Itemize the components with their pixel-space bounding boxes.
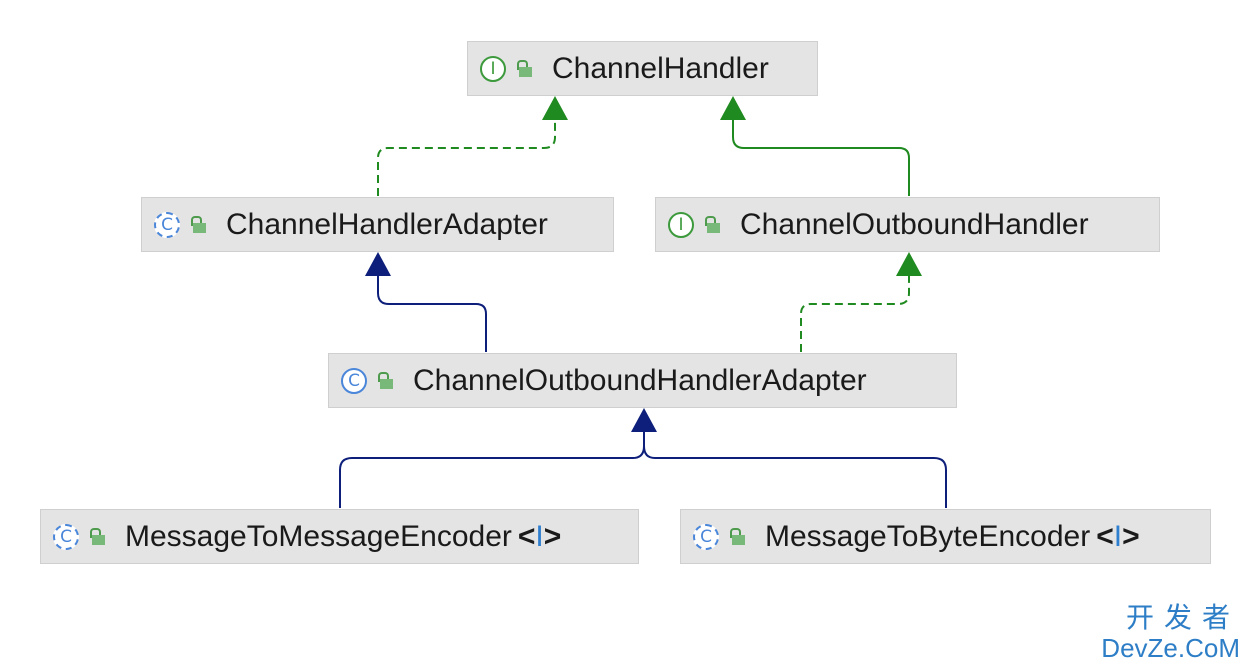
- type-param-close: >: [543, 519, 562, 553]
- type-param-close: >: [1122, 519, 1140, 553]
- edge-adapter-implements-handler: [377, 118, 556, 196]
- arrowhead: [896, 252, 922, 276]
- node-label: MessageToByteEncoder: [765, 519, 1091, 553]
- edge-mtm-encoder-extends-outbound-adapter: [339, 430, 645, 508]
- public-lock-icon: [190, 215, 206, 234]
- public-lock-icon: [729, 527, 745, 546]
- node-channel-handler-adapter[interactable]: C ChannelHandlerAdapter: [141, 197, 614, 252]
- interface-icon: I: [668, 211, 694, 238]
- interface-icon: I: [480, 55, 506, 82]
- node-message-to-message-encoder[interactable]: C MessageToMessageEncoder <I>: [40, 509, 639, 564]
- edge-mtb-encoder-extends-outbound-adapter: [643, 445, 947, 508]
- node-label: ChannelOutboundHandlerAdapter: [413, 363, 867, 397]
- public-lock-icon: [89, 527, 105, 546]
- node-label: MessageToMessageEncoder: [125, 519, 512, 553]
- node-channel-outbound-handler-adapter[interactable]: C ChannelOutboundHandlerAdapter: [328, 353, 957, 408]
- watermark: 开发者 DevZe.CoM: [1090, 601, 1240, 663]
- type-param-open: <: [1096, 519, 1114, 553]
- public-lock-icon: [377, 371, 393, 390]
- class-icon: C: [341, 367, 367, 394]
- abstract-class-icon: C: [53, 523, 79, 550]
- node-channel-outbound-handler[interactable]: I ChannelOutboundHandler: [655, 197, 1160, 252]
- edge-outbound-extends-handler: [732, 118, 910, 196]
- abstract-class-icon: C: [693, 523, 719, 550]
- arrowhead: [542, 96, 568, 120]
- edge-outbound-adapter-implements-outbound: [800, 274, 910, 352]
- public-lock-icon: [704, 215, 720, 234]
- watermark-cn: 开发者: [1125, 601, 1240, 634]
- node-label: ChannelHandler: [552, 51, 769, 85]
- arrowhead: [631, 408, 657, 432]
- arrowhead: [720, 96, 746, 120]
- watermark-en: DevZe.CoM: [1101, 633, 1240, 663]
- public-lock-icon: [516, 59, 532, 78]
- arrowhead: [365, 252, 391, 276]
- abstract-class-icon: C: [154, 211, 180, 238]
- node-channel-handler[interactable]: I ChannelHandler: [467, 41, 818, 96]
- node-label: ChannelHandlerAdapter: [226, 207, 548, 241]
- node-message-to-byte-encoder[interactable]: C MessageToByteEncoder <I>: [680, 509, 1211, 564]
- type-param: I: [535, 519, 544, 553]
- node-label: ChannelOutboundHandler: [740, 207, 1089, 241]
- type-param: I: [1113, 519, 1123, 553]
- edge-outbound-adapter-extends-adapter: [377, 274, 487, 352]
- type-param-open: <: [517, 519, 536, 553]
